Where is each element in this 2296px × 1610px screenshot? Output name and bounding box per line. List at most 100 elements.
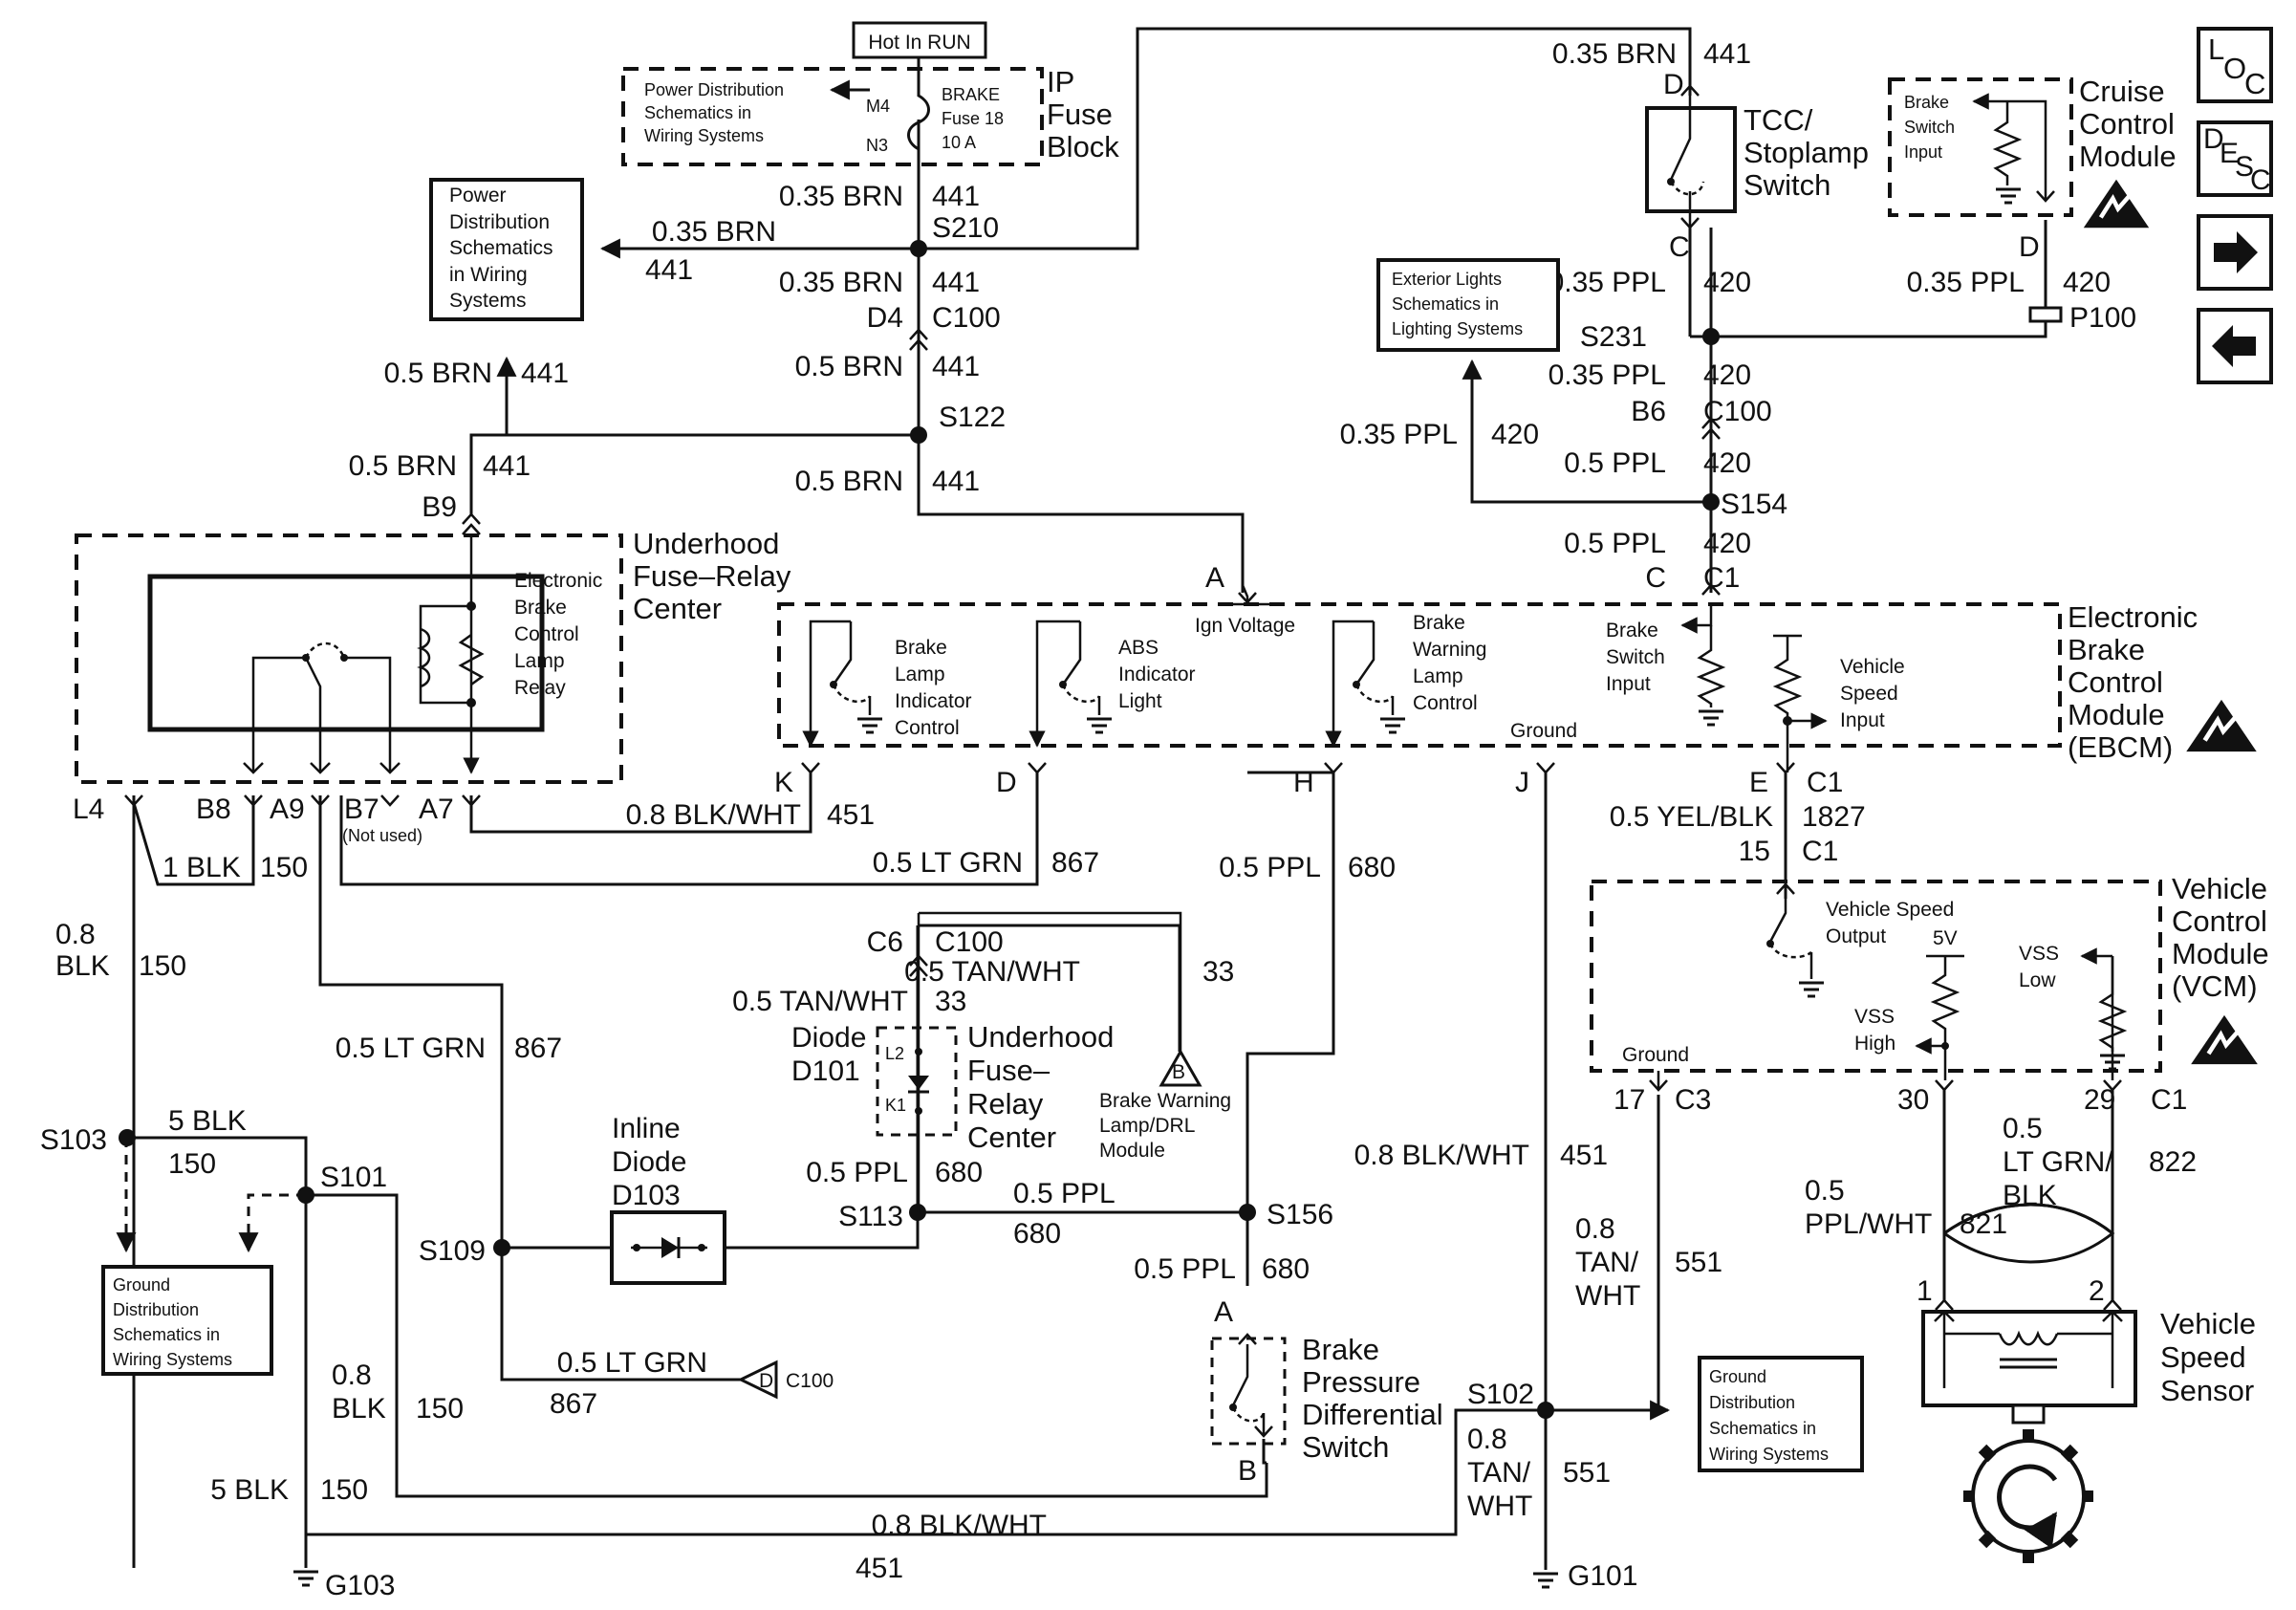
svg-text:17: 17 <box>1614 1084 1645 1116</box>
svg-text:680: 680 <box>1013 1218 1061 1250</box>
svg-text:C100: C100 <box>935 926 1004 958</box>
svg-text:1: 1 <box>1917 1275 1933 1307</box>
svg-text:0.35 PPL: 0.35 PPL <box>1340 419 1458 450</box>
svg-text:Lamp: Lamp <box>1413 665 1463 687</box>
svg-text:S: S <box>2235 151 2254 183</box>
svg-text:Switch: Switch <box>1606 646 1665 668</box>
svg-text:B: B <box>1172 1061 1185 1083</box>
svg-text:Schematics: Schematics <box>449 237 553 259</box>
svg-text:680: 680 <box>935 1157 983 1188</box>
tcc-stoplamp-switch: 0.35 BRN 441 D TCC/ Stoplamp Switch C 0.… <box>1340 38 1869 594</box>
svg-text:0.5 LT GRN: 0.5 LT GRN <box>557 1347 707 1379</box>
svg-text:L4: L4 <box>73 794 104 825</box>
exterior-lights-box[interactable]: Exterior Lights Schematics in Lighting S… <box>1376 258 1560 352</box>
svg-text:441: 441 <box>1703 38 1751 70</box>
svg-text:30: 30 <box>1897 1084 1929 1116</box>
arrow-right-icon <box>2214 231 2258 273</box>
svg-text:Brake: Brake <box>2068 633 2145 666</box>
svg-text:0.5 PPL: 0.5 PPL <box>1564 528 1666 559</box>
svg-text:TAN/: TAN/ <box>1575 1247 1639 1278</box>
svg-text:150: 150 <box>320 1474 368 1506</box>
diode-d101: C6 C100 0.5 TAN/WHT 33 0.5 TAN/WHT 33 Di… <box>732 911 1234 1250</box>
svg-text:Warning: Warning <box>1413 639 1486 661</box>
underhood-fuse-relay-center: Electronic Brake Control Lamp Relay Unde… <box>73 527 791 845</box>
svg-text:Control: Control <box>895 717 960 739</box>
loc-button[interactable]: L O C <box>2197 27 2273 103</box>
svg-text:B6: B6 <box>1631 396 1666 427</box>
svg-text:0.5 PPL: 0.5 PPL <box>1564 447 1666 479</box>
splice-s154: S154 <box>1721 489 1787 520</box>
svg-text:0.5 YEL/BLK: 0.5 YEL/BLK <box>1610 801 1773 833</box>
svg-text:680: 680 <box>1262 1253 1310 1285</box>
svg-text:Control: Control <box>514 623 579 645</box>
bpds-title: Brake <box>1302 1333 1379 1366</box>
svg-text:C1: C1 <box>1807 767 1843 798</box>
svg-text:441: 441 <box>932 351 980 382</box>
arrow-left-icon <box>2212 325 2256 367</box>
svg-text:Vehicle: Vehicle <box>1840 656 1905 678</box>
next-page-button[interactable] <box>2197 214 2273 291</box>
svg-text:0.8 BLK/WHT: 0.8 BLK/WHT <box>1354 1140 1529 1171</box>
svg-text:TAN/: TAN/ <box>1467 1457 1531 1489</box>
svg-text:Output: Output <box>1826 925 1886 947</box>
svg-text:LT GRN/: LT GRN/ <box>2003 1146 2113 1178</box>
brake-warning-drl-module[interactable]: B Brake Warning Lamp/DRL Module <box>1099 1048 1231 1162</box>
svg-text:0.35 PPL: 0.35 PPL <box>1549 267 1666 298</box>
svg-text:C: C <box>1669 231 1690 263</box>
svg-text:0.5 PPL: 0.5 PPL <box>1134 1253 1236 1285</box>
svg-text:867: 867 <box>1051 847 1099 879</box>
svg-text:0.8 BLK/WHT: 0.8 BLK/WHT <box>626 799 801 831</box>
svg-text:0.5 LT GRN: 0.5 LT GRN <box>336 1033 486 1064</box>
svg-text:Module: Module <box>2068 698 2165 731</box>
svg-text:441: 441 <box>521 358 569 389</box>
svg-text:C1: C1 <box>1802 836 1838 867</box>
svg-text:O: O <box>2223 52 2246 85</box>
svg-text:VSS: VSS <box>2019 943 2059 965</box>
ebcm: Electronic Brake Control Module (EBCM) A… <box>774 562 2257 798</box>
ip-fuse-block: Hot In RUN Power Distribution Schematics… <box>621 21 1119 166</box>
svg-text:Diode: Diode <box>791 1022 866 1054</box>
svg-text:WHT: WHT <box>1575 1280 1640 1312</box>
svg-text:420: 420 <box>1703 267 1751 298</box>
svg-text:0.5 TAN/WHT: 0.5 TAN/WHT <box>732 986 908 1017</box>
prev-page-button[interactable] <box>2197 308 2273 384</box>
svg-text:A9: A9 <box>270 794 305 825</box>
svg-text:0.5 BRN: 0.5 BRN <box>384 358 492 389</box>
svg-text:Brake: Brake <box>1606 620 1658 642</box>
top-wire-labels: 0.35 BRN 441 S210 0.35 BRN 441 0.35 BRN … <box>349 181 1006 535</box>
svg-text:Block: Block <box>1047 130 1119 163</box>
ebcm-title: Electronic <box>2068 600 2198 634</box>
svg-text:Wiring Systems: Wiring Systems <box>644 126 764 145</box>
svg-text:Systems: Systems <box>449 290 527 312</box>
c100-reference[interactable]: D C100 <box>737 1360 834 1400</box>
svg-text:C3: C3 <box>1675 1084 1711 1116</box>
svg-text:0.35 BRN: 0.35 BRN <box>652 216 776 248</box>
splice-s101: S101 <box>320 1162 387 1193</box>
svg-text:Pressure: Pressure <box>1302 1365 1420 1399</box>
svg-text:C1: C1 <box>2151 1084 2187 1116</box>
svg-text:Input: Input <box>1606 673 1651 695</box>
svg-text:M4: M4 <box>866 97 890 116</box>
inline-diode-d103: Inline Diode D103 <box>610 1113 920 1285</box>
svg-text:1 BLK: 1 BLK <box>162 852 241 883</box>
svg-text:Exterior Lights: Exterior Lights <box>1392 270 1502 289</box>
svg-text:420: 420 <box>1703 528 1751 559</box>
svg-text:441: 441 <box>645 254 693 286</box>
ufrc-title: Underhood <box>633 527 779 560</box>
ground-distribution-box-left[interactable]: Ground Distribution Schematics in Wiring… <box>101 1265 273 1376</box>
svg-text:High: High <box>1854 1033 1895 1055</box>
svg-text:0.5 BRN: 0.5 BRN <box>349 450 457 482</box>
svg-text:0.35 PPL: 0.35 PPL <box>1907 267 2025 298</box>
power-distribution-box[interactable]: Power Distribution Schematics in Wiring … <box>429 178 584 321</box>
svg-text:Distribution: Distribution <box>1709 1393 1795 1412</box>
ground-distribution-box-right[interactable]: Ground Distribution Schematics in Wiring… <box>1698 1356 1864 1472</box>
svg-text:BLK: BLK <box>2003 1180 2057 1211</box>
svg-text:Switch: Switch <box>1302 1430 1389 1464</box>
desc-button[interactable]: D E S C <box>2197 120 2273 197</box>
brake-pressure-differential-switch: S156 0.5 PPL 680 A Brake Pressure Differ… <box>1134 1199 1442 1487</box>
svg-text:441: 441 <box>483 450 531 482</box>
hot-in-run-label: Hot In RUN <box>868 32 970 54</box>
svg-text:Relay: Relay <box>514 677 566 699</box>
svg-text:Module: Module <box>2172 937 2269 970</box>
svg-text:L: L <box>2208 33 2224 66</box>
